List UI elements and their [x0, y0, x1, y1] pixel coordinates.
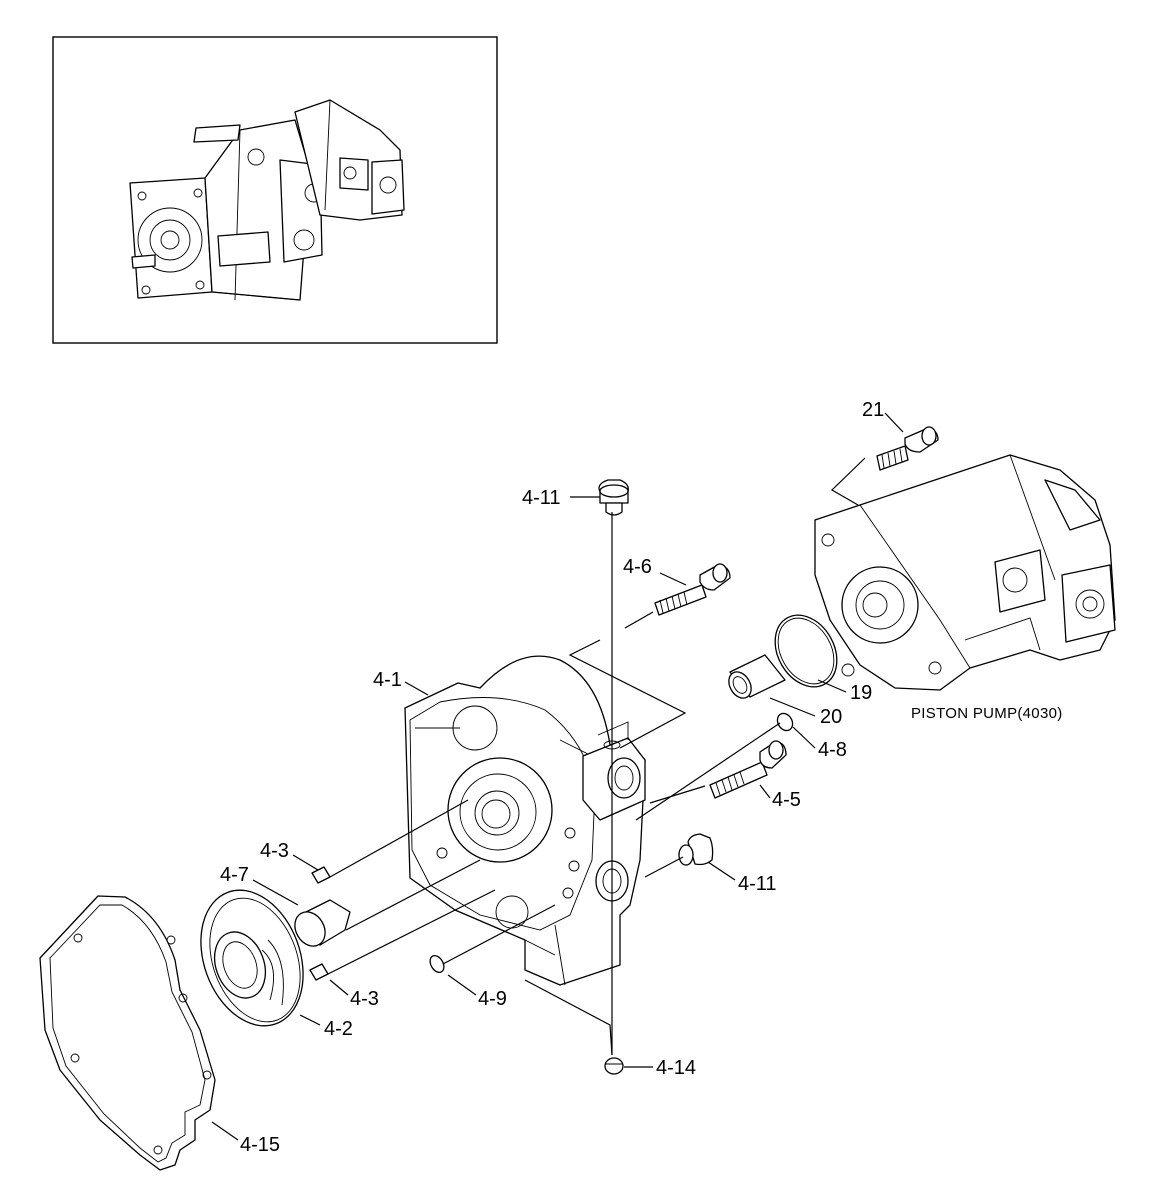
gasket-4-15 — [39, 895, 216, 1171]
assembly-overview-illustration — [129, 99, 405, 301]
bolt-4-6 — [654, 563, 731, 616]
label-4-11-top: 4-11 — [522, 487, 561, 509]
housing-4-1 — [404, 655, 646, 986]
label-4-2: 4-2 — [324, 1018, 353, 1040]
label-4-11-right: 4-11 — [738, 873, 777, 895]
label-4-14: 4-14 — [656, 1057, 696, 1079]
label-4-1: 4-1 — [373, 669, 402, 691]
bolt-21 — [876, 426, 939, 471]
callout-labels: 21 4-11 4-6 4-1 19 20 4-8 4-5 4-3 4-7 4-… — [220, 399, 1063, 1156]
o-ring-4-8 — [776, 712, 794, 732]
label-4-5: 4-5 — [772, 789, 801, 811]
label-4-9: 4-9 — [478, 988, 507, 1010]
piston-pump-illustration — [814, 454, 1116, 691]
assembly-overview-inset — [52, 36, 498, 344]
label-4-8: 4-8 — [818, 739, 847, 761]
callout-leaders — [211, 412, 904, 1141]
label-4-7: 4-7 — [220, 864, 249, 886]
valve-plate-4-2 — [200, 889, 304, 1027]
o-ring-19 — [774, 614, 838, 688]
label-19: 19 — [850, 682, 872, 704]
piston-pump-caption: PISTON PUMP(4030) — [911, 705, 1063, 722]
leader-bolt-21-guide — [831, 457, 866, 506]
o-ring-4-9 — [429, 954, 445, 974]
plug-4-11-top — [598, 479, 629, 516]
label-21: 21 — [862, 399, 884, 421]
bushing-4-7 — [294, 899, 351, 947]
pin-4-3-top — [311, 866, 331, 884]
pin-4-3-bottom — [309, 963, 329, 981]
label-4-15: 4-15 — [240, 1134, 280, 1156]
assembly-lines — [327, 512, 781, 1056]
label-4-3-bottom: 4-3 — [350, 988, 379, 1010]
bolt-4-5 — [709, 740, 787, 799]
plug-4-14 — [604, 1057, 624, 1075]
label-4-6: 4-6 — [623, 556, 652, 578]
plug-4-11-right — [678, 833, 714, 866]
label-4-3-top: 4-3 — [260, 840, 289, 862]
collar-20 — [728, 654, 786, 699]
label-20: 20 — [820, 706, 842, 728]
